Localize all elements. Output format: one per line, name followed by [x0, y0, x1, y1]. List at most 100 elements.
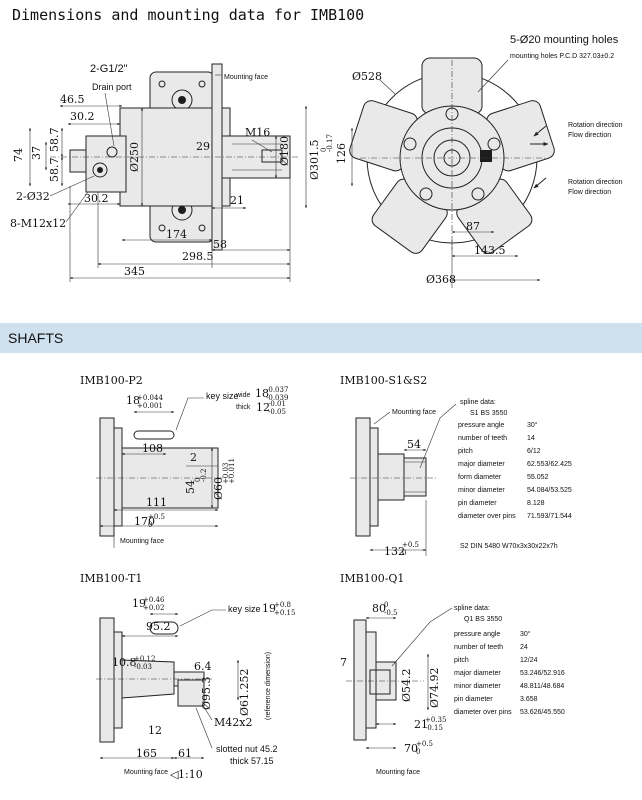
q1-row-5-label: pin diameter [454, 696, 493, 703]
s1s2-row-4-value: 55.052 [527, 474, 549, 481]
shaft-s1s2: IMB100-S1&S2 Mounting face 54 132 +0.5 0… [340, 374, 572, 558]
dim-37: 37 [30, 146, 43, 160]
port-block [85, 135, 127, 193]
t1-taper-symbol: ◁ [170, 768, 179, 781]
q1-d70-dn: 0 [416, 748, 420, 756]
port-label: 2-G1/2" [90, 63, 128, 75]
dim-phi180: Ø180 [278, 136, 291, 166]
t1-d10: 10.8 [112, 656, 137, 669]
p2-thick-dn: -0.05 [268, 408, 286, 416]
p2-phi60: Ø60 [212, 477, 225, 500]
s1s2-title: IMB100-S1&S2 [340, 374, 427, 387]
t1-d10-up: +0.12 [134, 655, 155, 663]
s1s2-spline-title: spline data: [460, 399, 496, 406]
p2-key [133, 430, 175, 440]
q1-row-0-value: 30° [520, 630, 531, 638]
q1-row-4-label: minor diameter [454, 683, 501, 690]
p2-d170-up: +0.5 [148, 513, 165, 521]
q1-d70: 70 [404, 742, 418, 755]
t1-d19-dn: +0.02 [143, 604, 164, 612]
q1-row-2-value: 12/24 [520, 657, 538, 664]
t1-key-size: key size [228, 604, 261, 614]
q1-row-1-value: 24 [520, 644, 528, 651]
dim-21: 21 [230, 194, 244, 207]
t1-d6: 6.4 [194, 660, 212, 673]
dim-143-5: 143.5 [474, 244, 506, 257]
dim-126: 126 [335, 143, 348, 164]
dim-46-5: 46.5 [60, 93, 85, 106]
q1-row-0-label: pressure angle [454, 631, 500, 638]
t1-d95: 95.2 [146, 620, 171, 633]
t1-key-dn: +0.15 [274, 609, 295, 617]
t1-phi61: Ø61.252 [238, 668, 251, 716]
s1s2-d132: 132 [384, 545, 405, 558]
s1s2-spline-std: S1 BS 3550 [470, 410, 507, 417]
dim-74: 74 [12, 148, 25, 162]
q1-d80-up: 0 [384, 601, 388, 609]
q1-row-2-label: pitch [454, 657, 469, 664]
p2-wide-up: -0.037 [266, 386, 288, 394]
t1-mounting-face: Mounting face [124, 769, 168, 776]
p2-thick: thick [236, 404, 251, 411]
q1-phi54: Ø54.2 [400, 668, 413, 702]
p2-d2: 2 [190, 451, 197, 464]
p2-d54-up: 0 [194, 478, 202, 482]
dim-345: 345 [124, 265, 145, 278]
s1s2-row-0-label: pressure angle [458, 422, 504, 429]
s1s2-d54: 54 [407, 438, 421, 451]
p2-wide-dn: -0.039 [266, 394, 288, 402]
p2-mounting-face: Mounting face [120, 538, 164, 545]
t1-m42: M42x2 [214, 716, 252, 729]
q1-phi74: Ø74.92 [428, 667, 441, 708]
q1-d21-dn: -0.15 [425, 724, 443, 732]
mounting-face-label: Mounting face [224, 74, 268, 81]
t1-ref: (reference dimension) [265, 652, 272, 720]
p2-d18-dn: +0.001 [137, 402, 163, 410]
dim-phi368: Ø368 [426, 273, 456, 286]
q1-row-6-value: 53.626/45.550 [520, 709, 565, 716]
shafts-band [0, 323, 642, 353]
p2-d108: 108 [142, 442, 163, 455]
t1-d10-dn: -0.03 [134, 663, 152, 671]
dim-298-5: 298.5 [182, 250, 214, 263]
p2-phi60-up: +0.03 [222, 463, 230, 484]
q1-d21-up: +0.35 [425, 716, 446, 724]
pcd-label: mounting holes P.C.D 327.03±0.2 [510, 53, 614, 60]
p2-phi60-dn: +0.011 [228, 458, 236, 484]
page-title: Dimensions and mounting data for IMB100 [12, 6, 364, 24]
s1s2-row-0-value: 30° [527, 421, 538, 429]
dim-phi301-tol-dn: -0.17 [326, 134, 334, 152]
s1s2-row-6-label: pin diameter [458, 500, 497, 507]
s1s2-s2-line: S2 DIN 5480 W70x3x30x22x7h [460, 543, 558, 550]
s1s2-row-3-label: major diameter [458, 461, 505, 468]
dim-87: 87 [466, 220, 480, 233]
dim-58-7-top: 58.7 [48, 128, 61, 153]
p2-title: IMB100-P2 [80, 374, 143, 387]
q1-d7: 7 [340, 656, 347, 669]
s1s2-row-3-value: 62.553/62.425 [527, 461, 572, 468]
dim-phi528: Ø528 [352, 70, 382, 83]
side-view: 2-G1/2" Drain port Mounting face 46.5 30… [10, 63, 334, 282]
s1s2-row-4-label: form diameter [458, 474, 502, 481]
p2-d170: 170 [134, 515, 155, 528]
s1s2-row-7-label: diameter over pins [458, 513, 516, 520]
q1-row-1-label: number of teeth [454, 644, 503, 651]
q1-row-3-value: 53.246/52.916 [520, 670, 565, 677]
p2-d18-up: +0.044 [137, 394, 163, 402]
p2-key-size: key size [206, 391, 239, 401]
q1-row-4-value: 48.811/48.684 [520, 683, 564, 690]
dim-m16: M16 [245, 126, 270, 139]
p2-wide: wide [235, 392, 251, 399]
dim-phi250: Ø250 [128, 142, 141, 172]
q1-title: IMB100-Q1 [340, 572, 404, 585]
flow-direction-1: Flow direction [568, 132, 611, 139]
dim-phi301: Ø301.5 [308, 139, 321, 180]
q1-spline-std: Q1 BS 3550 [464, 616, 502, 623]
t1-key-val: 19 [262, 602, 276, 615]
p2-wide-val: 18 [255, 387, 269, 400]
q1-spline-title: spline data: [454, 605, 490, 612]
q1-row-5-value: 3.658 [520, 696, 538, 703]
s1s2-row-6-value: 8.128 [527, 500, 545, 507]
